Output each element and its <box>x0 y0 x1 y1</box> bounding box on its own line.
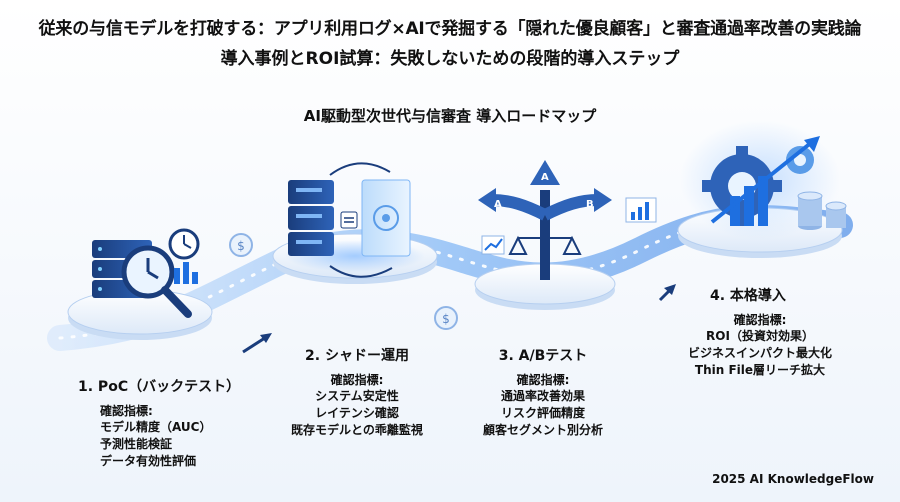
metric-item: 顧客セグメント別分析 <box>482 423 603 437</box>
coin-icon: $ <box>434 306 458 330</box>
coin-icon: $ <box>229 233 253 257</box>
progress-arrow-icon <box>242 333 272 354</box>
stage-1-text: 1. PoC（バックテスト） 確認指標: モデル精度（AUC） 予測性能検証 デ… <box>78 376 240 470</box>
stage-4-text: 4. 本格導入 確認指標: ROI（投資対効果） ビジネスインパクト最大化 Th… <box>660 285 860 379</box>
branch-label-left: A <box>494 199 502 210</box>
metric-item: 既存モデルとの乖離監視 <box>291 423 423 437</box>
metric-label: 確認指標: <box>733 313 787 327</box>
metric-item: ビジネスインパクト最大化 <box>687 346 832 360</box>
gear-growth-coins-icon <box>702 136 847 230</box>
page-title: 従来の与信モデルを打破する：アプリ利用ログ×AIで発掘する「隠れた優良顧客」と審… <box>38 19 862 39</box>
stage-3-text: 3. A/Bテスト 確認指標: 通過率改善効果 リスク評価精度 顧客セグメント別… <box>458 345 628 439</box>
metric-item: モデル精度（AUC） <box>100 420 212 434</box>
metric-label: 確認指標: <box>330 373 384 387</box>
split-arrow-scale-icon: A A B <box>478 160 657 280</box>
stage-3-platform <box>474 263 616 310</box>
metric-label: 確認指標: <box>516 373 570 387</box>
parallel-servers-icon <box>288 162 411 278</box>
footer-credit: 2025 AI KnowledgeFlow <box>712 472 874 486</box>
metric-item: リスク評価精度 <box>500 406 585 420</box>
branch-label-right: B <box>586 199 594 210</box>
metric-item: 通過率改善効果 <box>500 389 585 403</box>
metric-item: データ有効性評価 <box>100 454 197 468</box>
stage-title: 4. 本格導入 <box>710 288 786 304</box>
stage-title: 1. PoC（バックテスト） <box>78 379 241 395</box>
svg-text:$: $ <box>237 239 245 253</box>
stage-2-text: 2. シャドー運用 確認指標: システム安定性 レイテンシ確認 既存モデルとの乖… <box>262 345 452 439</box>
diagram-subtitle: AI駆動型次世代与信審査 導入ロードマップ <box>303 107 597 125</box>
svg-text:$: $ <box>442 312 450 326</box>
page-title-sub: 導入事例とROI試算：失敗しないための段階的導入ステップ <box>220 49 680 69</box>
metric-item: 予測性能検証 <box>100 437 173 451</box>
metric-item: Thin File層リーチ拡大 <box>694 363 826 377</box>
progress-arrow-icon <box>658 284 676 302</box>
server-magnifier-clock-icon <box>92 228 200 318</box>
branch-label-center: A <box>541 172 549 183</box>
stage-title: 3. A/Bテスト <box>498 348 588 364</box>
stage-title: 2. シャドー運用 <box>305 348 409 364</box>
metric-item: ROI（投資対効果） <box>706 329 814 343</box>
metric-label: 確認指標: <box>100 404 153 418</box>
metric-item: レイテンシ確認 <box>315 406 399 420</box>
metric-item: システム安定性 <box>315 389 399 403</box>
